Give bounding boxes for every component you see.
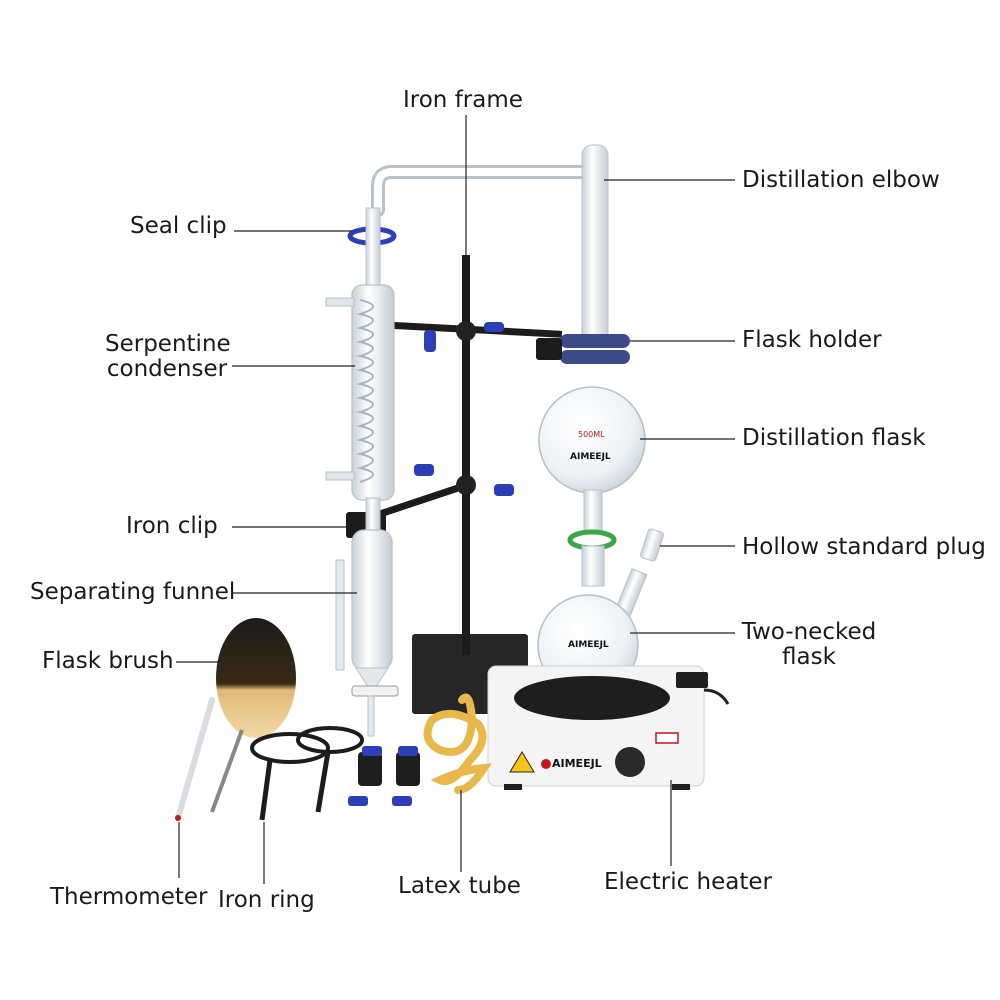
- iron-stand: [346, 255, 563, 714]
- label-iron-clip: Iron clip: [126, 513, 218, 539]
- hollow-standard-plug: [640, 528, 664, 562]
- funnel-stem: [367, 695, 375, 737]
- heater-cord: [703, 688, 730, 705]
- label-iron-ring: Iron ring: [218, 887, 315, 913]
- flask-volume-mark: 500ML: [578, 430, 605, 439]
- loose-clamps: [348, 746, 420, 806]
- distillation-flask: [538, 386, 646, 533]
- leader-lines: [176, 115, 735, 884]
- loose-clamp-right: [396, 752, 420, 786]
- funnel-body: [351, 529, 393, 671]
- label-serpentine-condenser-line2: condenser: [106, 356, 228, 382]
- label-serpentine-condenser: Serpentine condenser: [105, 331, 231, 382]
- iron-ring-right-rod: [315, 751, 331, 813]
- condenser-coil: [356, 299, 374, 483]
- label-serpentine-condenser-line1: Serpentine: [105, 331, 231, 357]
- label-seal-clip: Seal clip: [130, 213, 227, 239]
- holder-ring-bottom: [560, 350, 630, 364]
- heater-foot-right: [672, 784, 690, 790]
- heater-plug: [676, 672, 708, 688]
- label-flask-holder: Flask holder: [742, 327, 882, 353]
- distillation-flask-neck: [583, 489, 603, 533]
- distillation-elbow: [371, 144, 609, 346]
- upper-blue-knob-2: [484, 322, 504, 332]
- electric-heater: [487, 665, 730, 790]
- latex-tube: [423, 693, 492, 794]
- condenser-neck: [365, 207, 381, 289]
- condenser-outlet-port: [325, 471, 355, 481]
- heater-foot-left: [504, 784, 522, 790]
- label-latex-tube: Latex tube: [398, 873, 521, 899]
- label-iron-frame: Iron frame: [403, 87, 523, 113]
- heater-plate: [514, 676, 670, 720]
- loose-clamp-left-knob: [362, 746, 382, 756]
- label-flask-brush: Flask brush: [42, 648, 174, 674]
- funnel-side-tube: [335, 559, 345, 671]
- stand-rod: [462, 255, 470, 655]
- heater-warning-icon: [509, 751, 535, 773]
- brush-handle: [210, 729, 244, 813]
- loose-clamp-left-knob-2: [348, 796, 368, 806]
- iron-ring-left: [250, 732, 330, 764]
- separating-funnel: [335, 529, 399, 737]
- two-necked-flask-brand: AIMEEJL: [568, 640, 609, 650]
- heater-knob: [615, 747, 645, 777]
- thermometer-tube: [175, 697, 215, 821]
- funnel-stopcock: [351, 685, 399, 697]
- serpentine-condenser: [325, 207, 395, 539]
- label-hollow-standard-plug: Hollow standard plug: [742, 534, 986, 560]
- distillation-flask-brand: AIMEEJL: [570, 452, 611, 462]
- iron-ring-right: [296, 726, 364, 754]
- upper-boss-head: [456, 321, 476, 341]
- thermometer: [175, 697, 215, 821]
- heater-brand: AIMEEJL: [552, 757, 602, 770]
- upper-blue-knob: [424, 330, 436, 352]
- iron-rings: [250, 726, 364, 821]
- heater-indicator-light: [541, 759, 551, 769]
- holder-clamp-body: [536, 338, 562, 360]
- distillation-flask-bulb: [538, 386, 646, 494]
- lower-boss-head: [456, 475, 476, 495]
- flask-brush: [210, 618, 296, 813]
- heater-red-mark: [655, 732, 679, 744]
- lower-blue-knob: [414, 464, 434, 476]
- elbow-vertical: [581, 144, 609, 346]
- label-two-necked-flask: Two-necked flask: [735, 620, 883, 670]
- label-separating-funnel: Separating funnel: [30, 579, 236, 605]
- elbow-horizontal: [371, 165, 597, 217]
- label-distillation-flask: Distillation flask: [742, 425, 926, 451]
- loose-clamp-right-knob: [398, 746, 418, 756]
- upper-clamp-arm: [391, 321, 563, 338]
- loose-clamp-right-knob-2: [392, 796, 412, 806]
- flask-holder: [536, 334, 630, 364]
- loose-clamp-left: [358, 752, 382, 786]
- condenser-inlet-port: [325, 297, 355, 307]
- label-thermometer: Thermometer: [50, 884, 208, 910]
- brush-head: [216, 618, 296, 738]
- elbow-horizontal-inner: [374, 168, 594, 214]
- label-electric-heater: Electric heater: [604, 869, 772, 895]
- label-distillation-elbow: Distillation elbow: [742, 167, 940, 193]
- holder-ring-top: [560, 334, 630, 348]
- iron-ring-left-rod: [259, 759, 273, 821]
- label-two-necked-flask-line2: flask: [782, 644, 836, 670]
- lower-blue-knob-2: [494, 484, 514, 496]
- thermometer-bulb: [175, 815, 181, 821]
- two-necked-flask-main-neck: [581, 545, 605, 587]
- label-two-necked-flask-line1: Two-necked: [741, 619, 877, 645]
